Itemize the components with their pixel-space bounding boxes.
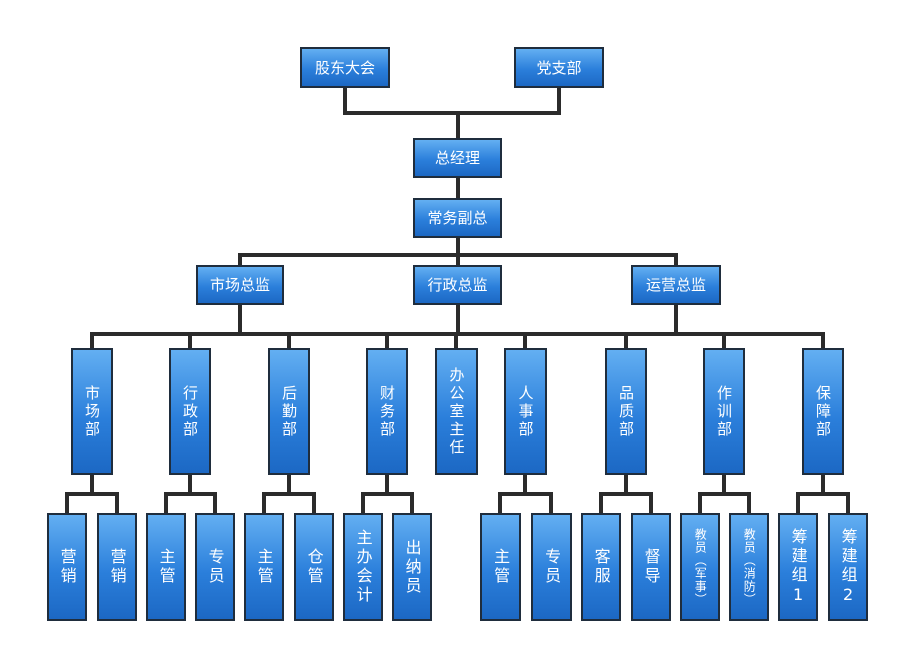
connector-admin-subs: [164, 473, 217, 515]
connector-quality-subs: [599, 473, 653, 515]
connector-evp-directors: [238, 236, 678, 267]
node-admin-specialist[interactable]: 专员: [195, 513, 235, 621]
node-quality-supervisor[interactable]: 督导: [631, 513, 671, 621]
node-support-preparation-1[interactable]: 筹建组1: [778, 513, 818, 621]
connector-shareholders: [343, 86, 460, 115]
node-finance-department[interactable]: 财务部: [366, 348, 408, 475]
node-training-department[interactable]: 作训部: [703, 348, 745, 475]
connector-party-branch: [456, 86, 561, 115]
connector-finance-subs: [361, 473, 414, 515]
connector-logistics-subs: [262, 473, 316, 515]
node-finance-accountant[interactable]: 主办会计: [343, 513, 383, 621]
node-market-sales-2[interactable]: 营销: [97, 513, 137, 621]
node-hr-department[interactable]: 人事部: [504, 348, 547, 475]
connector-market-subs: [65, 473, 119, 515]
node-admin-supervisor[interactable]: 主管: [146, 513, 186, 621]
node-market-sales-1[interactable]: 营销: [47, 513, 87, 621]
node-admin-director[interactable]: 行政总监: [413, 265, 502, 305]
node-operations-director[interactable]: 运营总监: [631, 265, 721, 305]
node-logistics-supervisor[interactable]: 主管: [244, 513, 284, 621]
node-admin-department[interactable]: 行政部: [169, 348, 211, 475]
node-training-instructor-fire[interactable]: 教员（消防）: [729, 513, 769, 621]
connector-training-subs: [698, 473, 751, 515]
node-office-director[interactable]: 办公室主任: [435, 348, 478, 475]
node-hr-supervisor[interactable]: 主管: [480, 513, 521, 621]
node-quality-department[interactable]: 品质部: [605, 348, 647, 475]
node-finance-cashier[interactable]: 出纳员: [392, 513, 432, 621]
node-shareholders-meeting[interactable]: 股东大会: [300, 47, 390, 88]
node-executive-vp[interactable]: 常务副总: [413, 198, 502, 238]
connector-support-subs: [796, 473, 850, 515]
node-logistics-warehouse[interactable]: 仓管: [294, 513, 334, 621]
node-quality-customer-service[interactable]: 客服: [581, 513, 621, 621]
node-party-branch[interactable]: 党支部: [514, 47, 604, 88]
connector-directors-departments: [90, 303, 825, 350]
node-marketing-director[interactable]: 市场总监: [196, 265, 284, 305]
node-logistics-department[interactable]: 后勤部: [268, 348, 310, 475]
connector-hr-subs: [498, 473, 553, 515]
node-market-department[interactable]: 市场部: [71, 348, 113, 475]
node-general-manager[interactable]: 总经理: [413, 138, 502, 178]
node-support-department[interactable]: 保障部: [802, 348, 844, 475]
node-training-instructor-military[interactable]: 教员（军事）: [680, 513, 720, 621]
node-support-preparation-2[interactable]: 筹建组2: [828, 513, 868, 621]
node-hr-specialist[interactable]: 专员: [531, 513, 572, 621]
